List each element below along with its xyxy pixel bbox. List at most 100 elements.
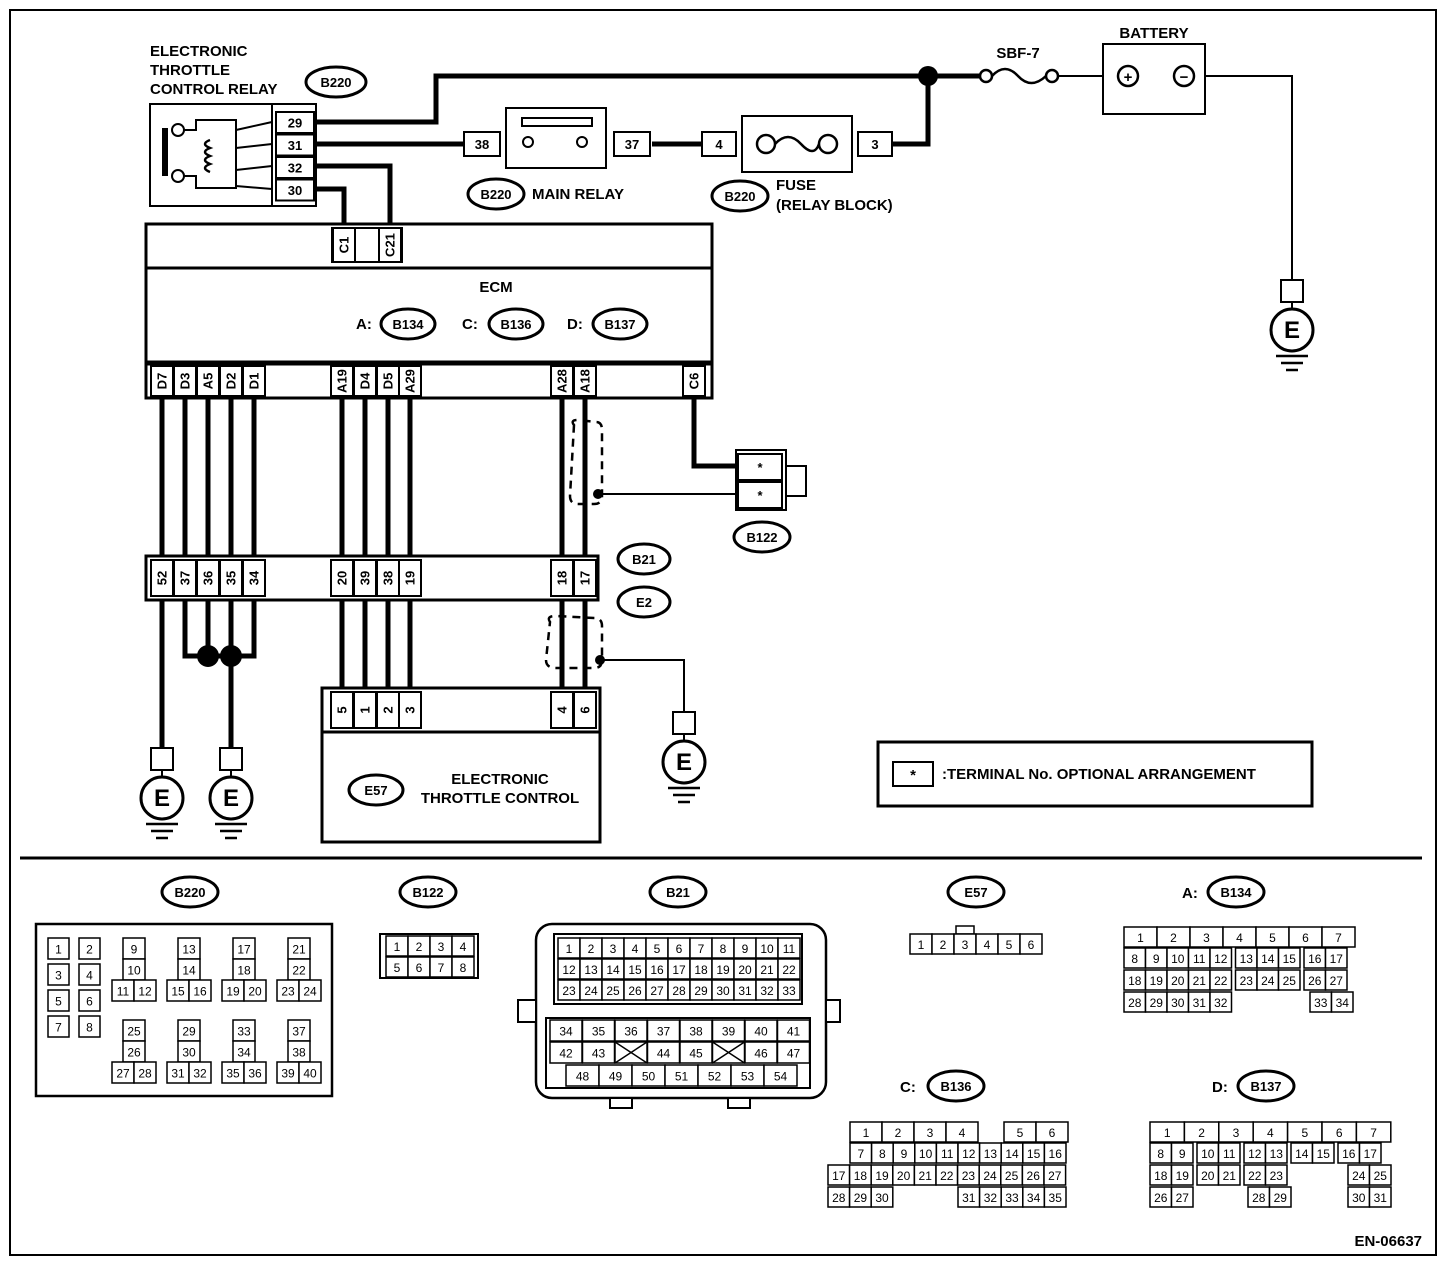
ground-icon [208, 775, 254, 821]
b134-pin: 32 [1209, 991, 1233, 1013]
b134-pin: 6 [1288, 926, 1323, 948]
svg-text:11: 11 [941, 1147, 954, 1161]
b137-pin: 15 [1311, 1142, 1335, 1164]
svg-text:19: 19 [1150, 974, 1164, 988]
b137-pin: 29 [1268, 1186, 1292, 1208]
svg-text:40: 40 [303, 1067, 317, 1081]
svg-text:8: 8 [879, 1147, 886, 1161]
b21-pin: 51 [664, 1064, 699, 1087]
svg-text:37: 37 [657, 1025, 671, 1039]
b220-pin: 28 [133, 1061, 157, 1084]
b21-pin: 3 [601, 937, 625, 959]
b122-terminal-label: * [757, 460, 763, 475]
svg-text:3: 3 [962, 938, 969, 952]
ground-icon [661, 739, 707, 785]
svg-text:20: 20 [1171, 974, 1185, 988]
svg-text:37: 37 [292, 1025, 306, 1039]
b220-pin: 18 [232, 958, 256, 981]
b21-terminal-label: 17 [578, 571, 593, 585]
e57-view-id: E57 [964, 885, 987, 900]
main-relay-terminal: 38 [463, 131, 501, 157]
relay-coil-icon [203, 138, 214, 174]
svg-text:21: 21 [292, 943, 306, 957]
b134-pin: 2 [1156, 926, 1191, 948]
svg-text:13: 13 [984, 1147, 998, 1161]
svg-text:14: 14 [606, 963, 620, 977]
b136-pin: 12 [957, 1142, 981, 1164]
b21-pin: 44 [646, 1041, 681, 1064]
svg-text:27: 27 [116, 1067, 130, 1081]
ecm-top-terminal-label: C1 [337, 237, 352, 254]
svg-text:22: 22 [292, 964, 306, 978]
fuse-terminal-label: 4 [715, 137, 723, 152]
svg-text:24: 24 [303, 985, 317, 999]
b220-pin: 26 [122, 1040, 146, 1063]
b122-pin: 3 [429, 935, 453, 957]
svg-text:17: 17 [672, 963, 686, 977]
svg-text:10: 10 [1171, 952, 1185, 966]
etc-terminal: 5 [330, 691, 354, 729]
svg-text:5: 5 [55, 995, 62, 1009]
b21-terminal: 37 [173, 559, 197, 597]
svg-text:18: 18 [694, 963, 708, 977]
b21-terminal-label: 39 [358, 571, 373, 585]
relay-terminal-label: 31 [288, 138, 302, 153]
b21-pin: 15 [623, 958, 647, 980]
b21-terminal: 18 [550, 559, 574, 597]
main-relay-connector-badge [466, 177, 526, 211]
b21-terminal-label: 34 [247, 570, 262, 585]
b137-pin: 22 [1243, 1164, 1267, 1186]
svg-text:22: 22 [940, 1169, 954, 1183]
b137-pin: 24 [1347, 1164, 1371, 1186]
b134-pin: 33 [1309, 991, 1333, 1013]
svg-text:3: 3 [55, 969, 62, 983]
ecm-bottom-terminal: D5 [376, 365, 400, 397]
svg-text:35: 35 [1049, 1191, 1063, 1205]
diagram-frame [9, 9, 1437, 1256]
svg-text:35: 35 [592, 1025, 606, 1039]
svg-text:12: 12 [1214, 952, 1228, 966]
b21-pin: 7 [689, 937, 713, 959]
b136-pin: 22 [935, 1164, 959, 1186]
b220-pin: 4 [78, 963, 101, 986]
b134-pin: 30 [1166, 991, 1190, 1013]
ecm-bottom-terminal: D7 [150, 365, 174, 397]
b134-view-prefix: A: [1182, 885, 1198, 902]
svg-text:18: 18 [1154, 1169, 1168, 1183]
b21-pin: 42 [549, 1041, 583, 1064]
junction-dot [197, 645, 219, 667]
svg-text:4: 4 [1267, 1126, 1274, 1140]
b21-pin: 22 [777, 958, 801, 980]
b21-terminal: 35 [219, 559, 243, 597]
etc-terminal: 3 [398, 691, 422, 729]
b220-pin: 14 [177, 958, 201, 981]
b137-pin: 14 [1290, 1142, 1314, 1164]
ecm-conn-a-badge [379, 307, 437, 341]
b21-terminal-label: 37 [178, 571, 193, 585]
svg-text:27: 27 [1048, 1169, 1062, 1183]
b136-pin: 4 [945, 1121, 979, 1143]
b134-pin: 9 [1144, 947, 1168, 969]
b21-pin: 6 [667, 937, 691, 959]
ecm-bottom-terminal: A28 [550, 365, 574, 397]
b21-pin: 29 [689, 979, 713, 1001]
b122-terminal: * [737, 453, 783, 481]
b220-pin: 15 [166, 979, 190, 1002]
ground-symbol: E [139, 747, 185, 840]
svg-text:19: 19 [1176, 1169, 1190, 1183]
b134-pin: 20 [1166, 969, 1190, 991]
b220-pin: 10 [122, 958, 146, 981]
b122-terminal-label: * [757, 488, 763, 503]
b136-pin: 15 [1022, 1142, 1046, 1164]
b21-pin: 50 [631, 1064, 666, 1087]
svg-text:17: 17 [1364, 1147, 1378, 1161]
etc-terminal: 6 [573, 691, 597, 729]
svg-text:20: 20 [248, 985, 262, 999]
b136-pin: 10 [914, 1142, 938, 1164]
etc-title-line1: ELECTRONIC [451, 771, 549, 788]
b21-terminal-label: 18 [555, 571, 570, 585]
svg-text:24: 24 [1261, 974, 1275, 988]
b21-terminal: 38 [376, 559, 400, 597]
